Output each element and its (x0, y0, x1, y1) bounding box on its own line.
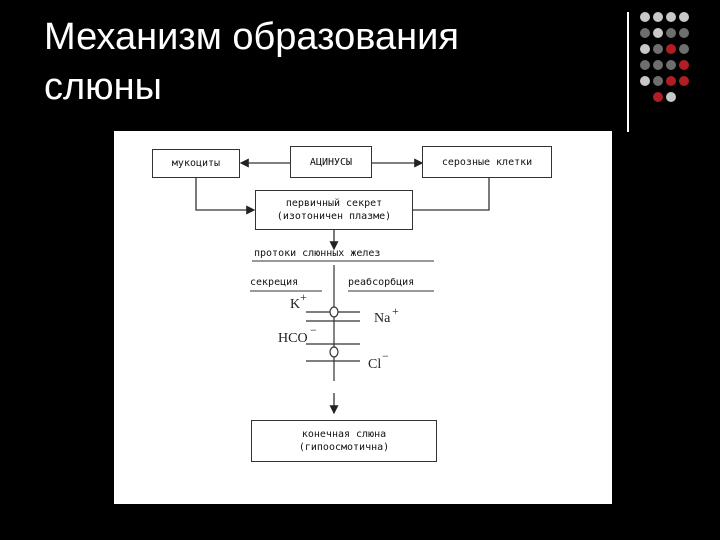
decor-dot (653, 28, 663, 38)
ducts-label: протоки слюнных желез (254, 248, 381, 259)
primary-secretion-line-2: (изотоничен плазме) (276, 211, 392, 222)
decor-dot (640, 44, 650, 54)
box-serous-cells: серозные клетки (422, 146, 552, 178)
box-final-saliva: конечная слюна (гипоосмотична) (251, 420, 437, 462)
ion-sodium: Na (374, 311, 391, 326)
decor-dot (653, 44, 663, 54)
serous-cells-label: серозные клетки (441, 156, 533, 168)
arrow-mucocytes-to-primary (195, 178, 256, 215)
decor-dot (640, 76, 650, 86)
title-line-1: Механизм образования (44, 16, 459, 58)
slide-title: Механизм образования слюны (44, 12, 584, 112)
secretion-label: секреция (250, 277, 299, 288)
decor-dot (640, 12, 650, 22)
decor-dot (653, 76, 663, 86)
decor-dot (666, 44, 676, 54)
line-serous-to-primary (413, 178, 490, 211)
acini-label: АЦИНУСЫ (309, 156, 353, 168)
decor-dot (679, 60, 689, 70)
decor-dot (666, 76, 676, 86)
mucocytes-label: мукоциты (171, 158, 221, 169)
final-saliva-line-2: (гипоосмотична) (298, 442, 390, 453)
decor-dot (679, 44, 689, 54)
diagram-connectors (195, 158, 490, 415)
decor-dot (640, 28, 650, 38)
ion-sodium-charge: + (392, 304, 399, 318)
reabsorption-label: реабсорбция (348, 277, 415, 288)
decor-dot (679, 12, 689, 22)
decor-divider (627, 12, 629, 132)
decor-dot (653, 60, 663, 70)
ion-bicarbonate-charge: − (310, 323, 317, 337)
decor-dot (679, 28, 689, 38)
ion-potassium: K (290, 297, 301, 312)
transporter-1 (329, 306, 339, 318)
decor-dot (666, 92, 676, 102)
ion-potassium-charge: + (300, 290, 307, 304)
decor-dot (640, 60, 650, 70)
saliva-diagram: мукоциты АЦИНУСЫ серозные клетки первичн… (114, 131, 612, 504)
final-saliva-line-1: конечная слюна (301, 429, 387, 440)
box-mucocytes: мукоциты (152, 149, 240, 178)
decor-dot (666, 28, 676, 38)
ion-chloride: Cl (368, 357, 382, 372)
primary-secretion-line-1: первичный секрет (285, 198, 383, 209)
decor-dot (666, 12, 676, 22)
box-primary-secretion: первичный секрет (изотоничен плазме) (255, 190, 413, 230)
ion-chloride-charge: − (382, 349, 389, 363)
title-line-2: слюны (44, 66, 162, 108)
transporter-2 (329, 346, 339, 358)
box-acini: АЦИНУСЫ (290, 146, 372, 178)
decor-dot (679, 76, 689, 86)
decor-dot (653, 12, 663, 22)
ion-bicarbonate: HCO (278, 331, 308, 346)
decor-dot (653, 92, 663, 102)
decor-dot (666, 60, 676, 70)
